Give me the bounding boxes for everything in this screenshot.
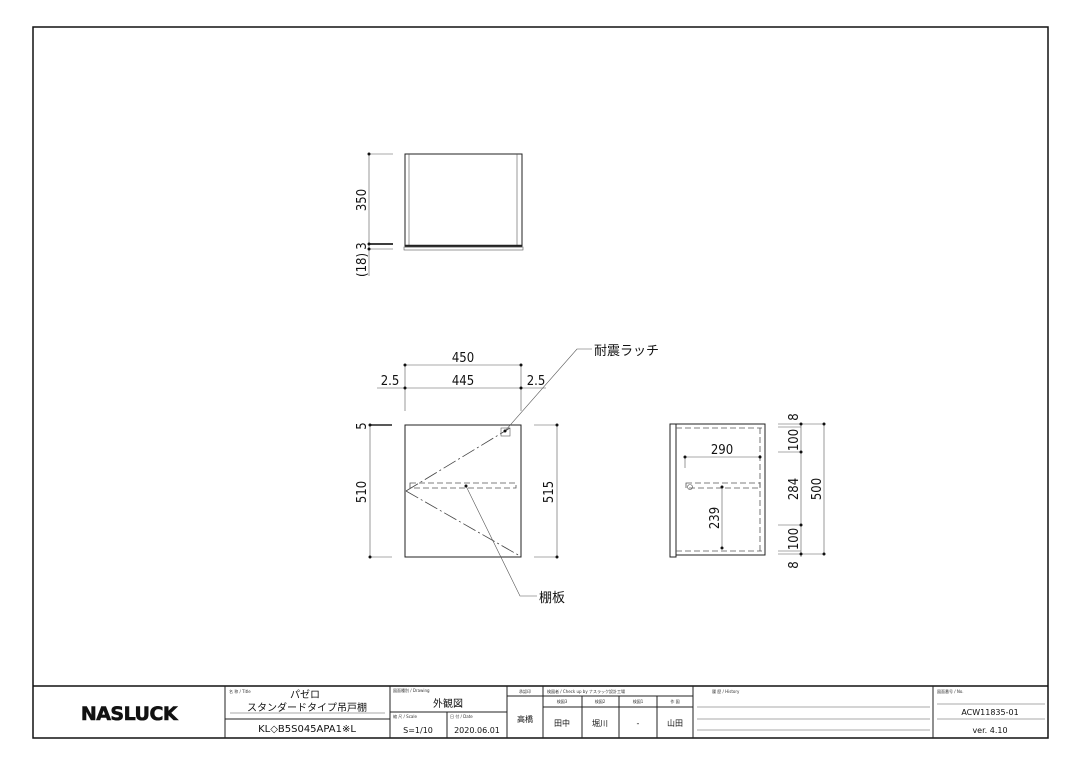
dim-upper: 100 (787, 429, 802, 451)
scale-value: S=1/10 (403, 726, 433, 735)
dim-top: 8 (787, 413, 802, 420)
dim-door-width: 445 (452, 374, 474, 389)
dim-lower: 100 (787, 528, 802, 550)
drawing-number: ACW11835-01 (961, 708, 1018, 717)
latch-icon (500, 427, 511, 437)
check-val-1: - (637, 719, 640, 728)
dim-overall-height: 515 (542, 481, 557, 503)
callout-latch: 耐震ラッチ (594, 344, 659, 359)
dim-bottom: 3 (355, 242, 370, 249)
callout-shelf: 棚板 (539, 591, 565, 606)
scale-label: 縮 尺 / Scale (393, 713, 417, 719)
dim-left-gap: 2.5 (381, 374, 400, 389)
sheet-frame (32, 26, 1049, 739)
side-view: 290 239 8 100 284 100 8 500 (669, 413, 826, 569)
dim-total: 500 (810, 478, 825, 500)
check-col-drafter: 作 図 (670, 698, 679, 704)
dim-depth: 350 (355, 189, 370, 211)
product-name: スタンダードタイプ吊戸棚 (247, 701, 367, 714)
drawing-label: 図面種別 / Drawing (393, 687, 430, 693)
dim-plinth: (18) (355, 253, 370, 277)
approval-stamp: 高橋 (517, 714, 533, 724)
front-view: 450 445 2.5 2.5 5 510 515 耐震ラッチ 棚板 (355, 344, 659, 606)
check-val-2: 堀川 (592, 719, 608, 728)
dim-bottom: 8 (787, 561, 802, 568)
date-label: 日 付 / Date (450, 713, 473, 719)
dim-right-gap: 2.5 (527, 374, 546, 389)
nasluck-logo: NASLUCK (81, 703, 179, 725)
title-block: NASLUCK 名 称 / Title パゼロ スタンダードタイプ吊戸棚 KL◇… (33, 685, 1048, 738)
check-col-1: 検図1 (633, 698, 644, 704)
check-col-2: 検図2 (595, 698, 606, 704)
check-val-3: 田中 (554, 718, 570, 728)
dim-middle: 284 (787, 478, 802, 500)
top-view: 350 3 (18) (355, 152, 524, 277)
number-label: 図面番号 / No. (937, 688, 964, 694)
drawing-type: 外観図 (433, 697, 463, 710)
history-label: 履 歴 / History (712, 688, 740, 694)
dim-door-height: 510 (355, 481, 370, 503)
dim-top-gap: 5 (355, 422, 370, 429)
series-name: パゼロ (290, 689, 320, 701)
version: ver. 4.10 (972, 726, 1007, 735)
model-number: KL◇B5S045APA1※L (258, 724, 356, 735)
dim-shelf-depth: 290 (711, 443, 733, 458)
approval-label: 承認印 (519, 688, 531, 694)
dim-shelf-height: 239 (708, 507, 723, 529)
check-val-drafter: 山田 (667, 718, 683, 728)
dim-overall-width: 450 (452, 351, 474, 366)
title-label: 名 称 / Title (229, 688, 251, 694)
date-value: 2020.06.01 (454, 726, 500, 735)
check-col-3: 検図3 (557, 698, 568, 704)
check-label: 検図者 / Check up by ナスラック設計工場 (547, 688, 625, 694)
